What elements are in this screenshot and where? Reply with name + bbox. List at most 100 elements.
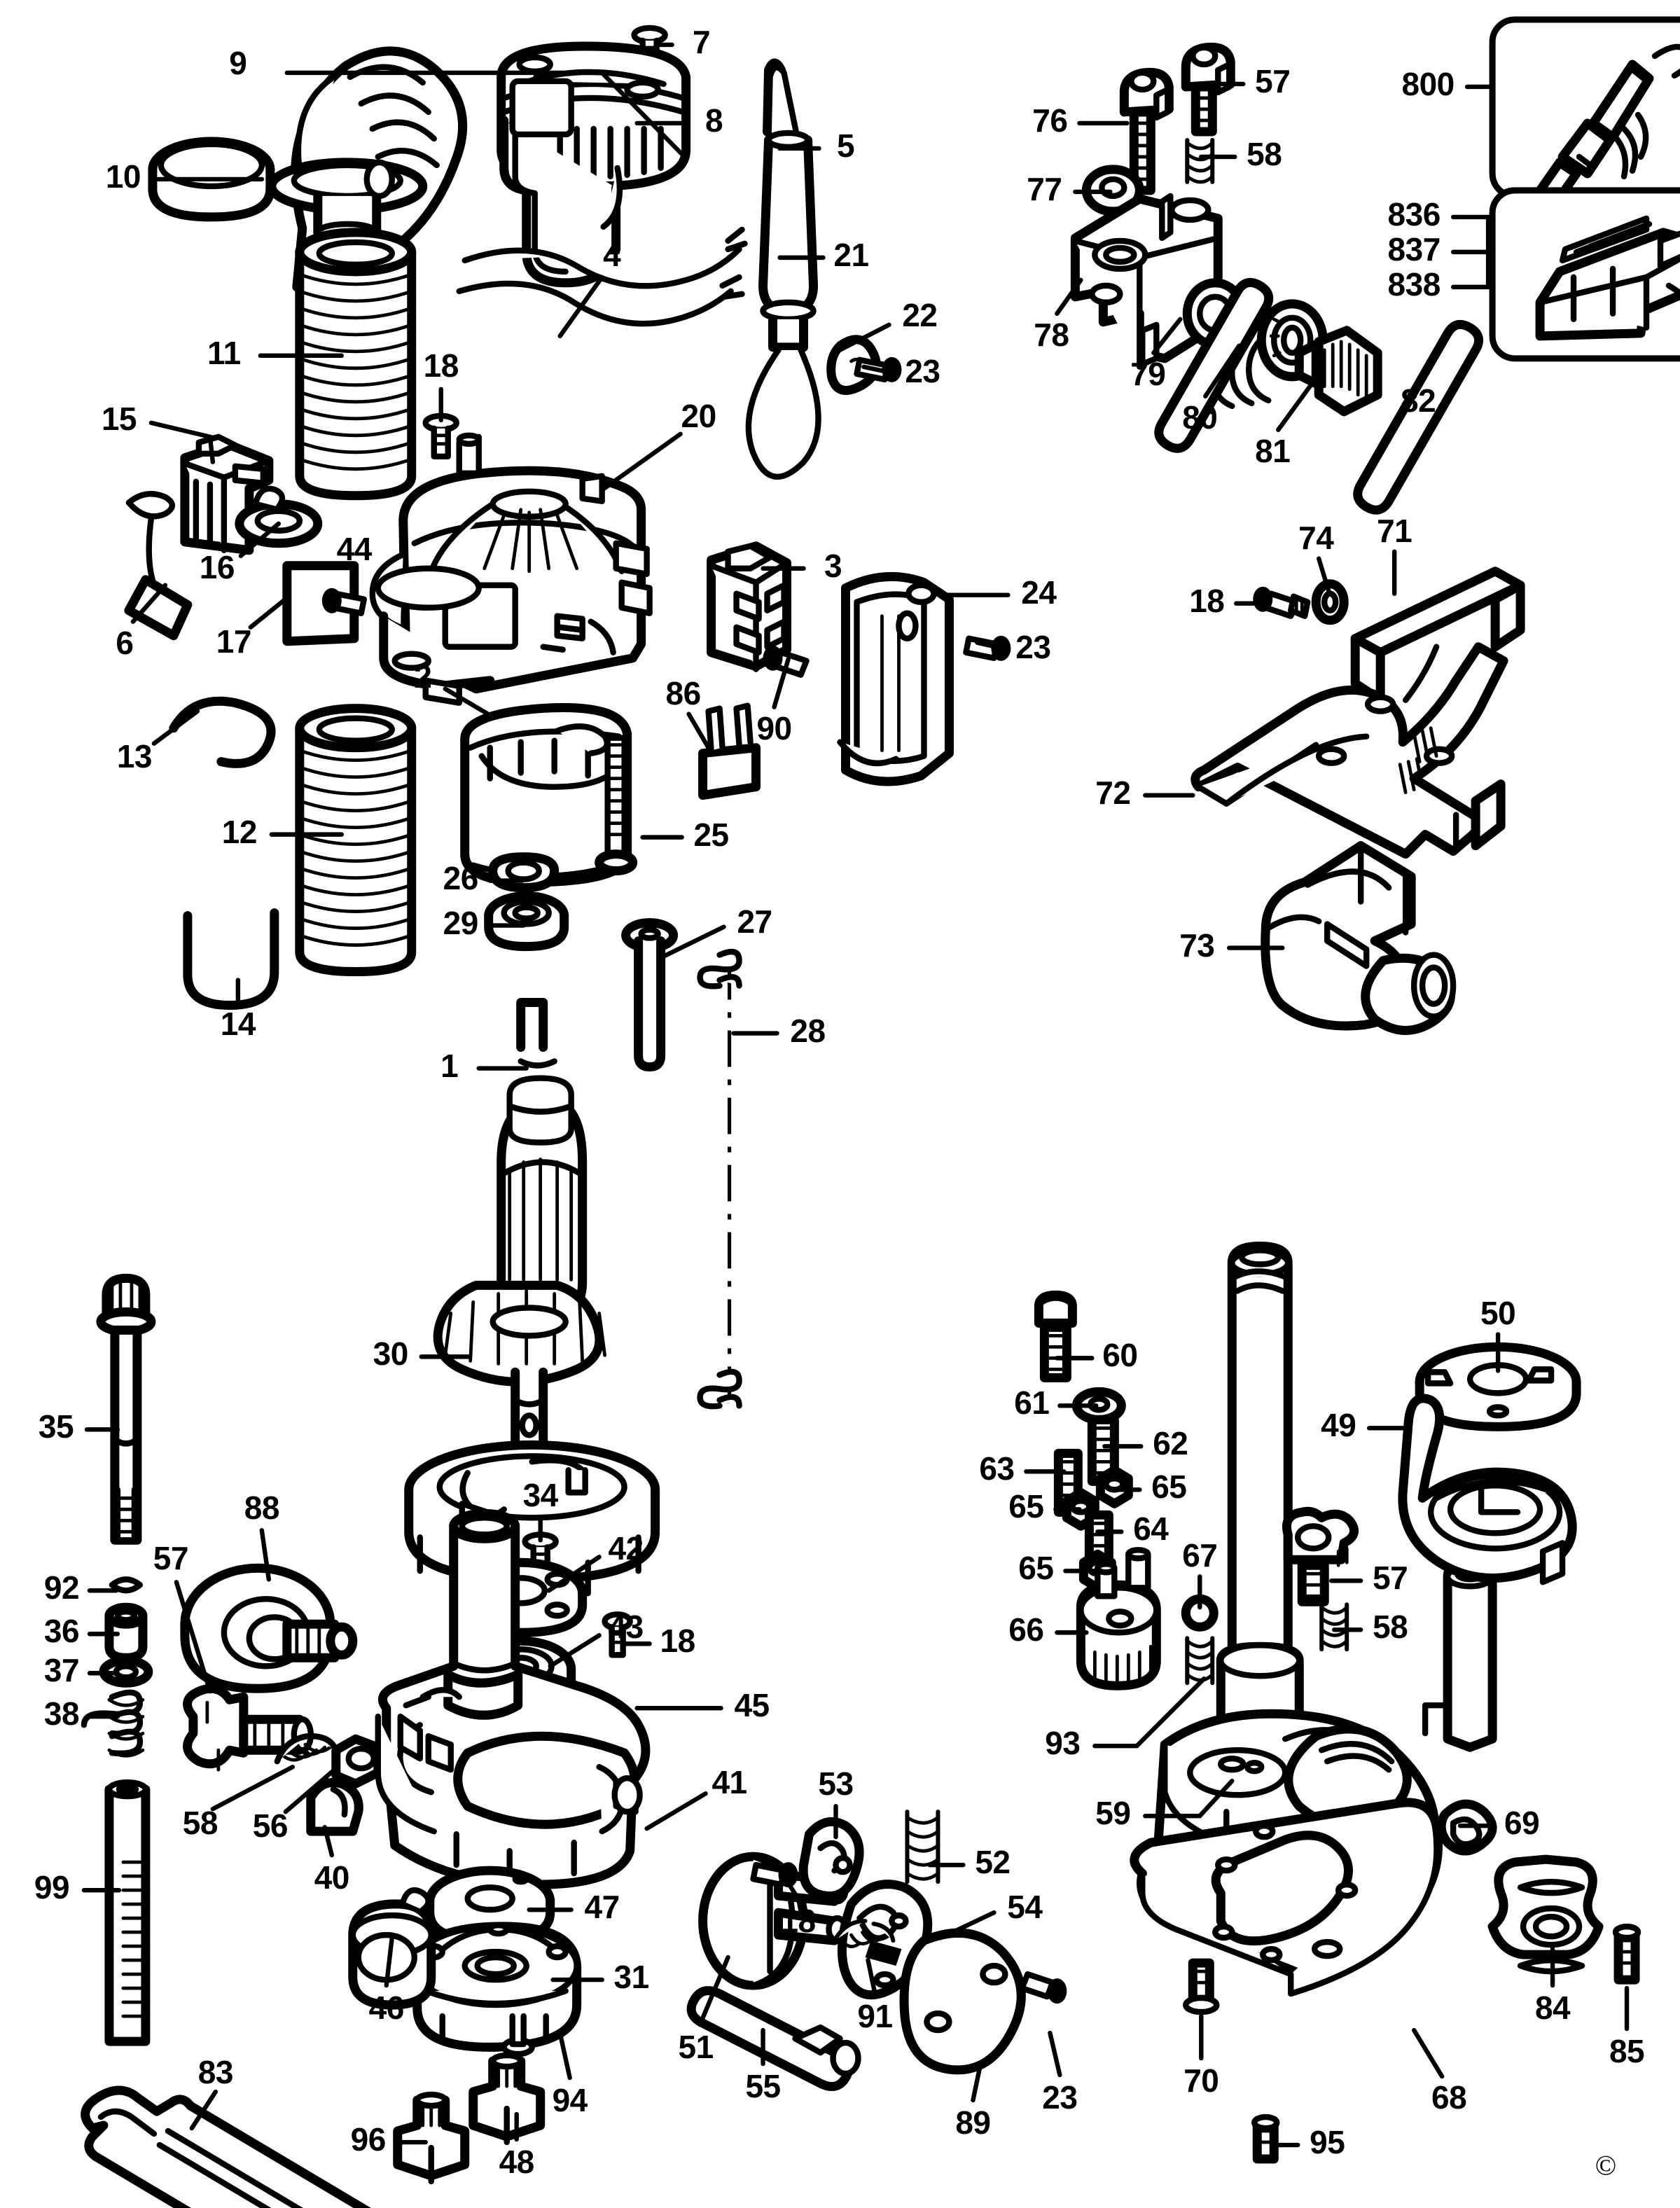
part-58-spring-top bbox=[1185, 137, 1215, 184]
leader-line-93 bbox=[1092, 1676, 1207, 1749]
part-53-lever bbox=[798, 1817, 864, 1901]
part-84-sub-base-insert bbox=[1487, 1854, 1604, 1975]
part-callout-95: 95 bbox=[1310, 2124, 1345, 2161]
part-11-bellows-upper bbox=[295, 228, 417, 501]
leader-line-94 bbox=[557, 2030, 572, 2081]
part-callout-63: 63 bbox=[979, 1450, 1015, 1487]
part-callout-24: 24 bbox=[1021, 574, 1057, 611]
part-callout-82: 82 bbox=[1401, 382, 1436, 419]
part-88-depth-stop-knob bbox=[180, 1563, 358, 1693]
part-callout-54: 54 bbox=[1007, 1889, 1043, 1926]
part-18-screw-c bbox=[602, 1611, 633, 1658]
part-94-screw bbox=[501, 2013, 535, 2057]
leader-line-90 bbox=[772, 657, 791, 709]
part-callout-4: 4 bbox=[603, 236, 621, 273]
part-callout-57: 57 bbox=[153, 1540, 189, 1577]
part-20-motor-housing bbox=[369, 432, 653, 706]
part-callout-78: 78 bbox=[1034, 316, 1069, 353]
part-callout-46: 46 bbox=[368, 1990, 405, 2027]
leader-line-16 bbox=[238, 521, 282, 558]
part-callout-61: 61 bbox=[1014, 1384, 1050, 1422]
part-callout-800: 800 bbox=[1401, 65, 1455, 102]
part-callout-837: 837 bbox=[1387, 230, 1441, 268]
part-callout-49: 49 bbox=[1321, 1407, 1356, 1444]
part-82-guide-rod-b bbox=[1353, 319, 1484, 515]
part-callout-38: 38 bbox=[43, 1695, 80, 1733]
part-callout-37: 37 bbox=[43, 1652, 80, 1689]
part-callout-18: 18 bbox=[423, 347, 459, 384]
leader-line-43 bbox=[548, 1633, 602, 1669]
part-callout-58: 58 bbox=[182, 1805, 218, 1842]
part-callout-12: 12 bbox=[221, 813, 258, 850]
part-41-plunge-base bbox=[375, 1508, 651, 1889]
part-callout-65c: 65 bbox=[1018, 1550, 1054, 1587]
part-96-socket bbox=[393, 2091, 470, 2185]
part-28-spring-rod bbox=[697, 948, 742, 1410]
leader-line-15 bbox=[148, 420, 216, 464]
part-callout-16: 16 bbox=[199, 548, 235, 585]
part-93-spring bbox=[1185, 1636, 1215, 1686]
part-callout-55: 55 bbox=[745, 2068, 781, 2105]
part-57-bolt-top bbox=[1181, 42, 1235, 137]
part-callout-36: 36 bbox=[43, 1613, 80, 1650]
accessory-box-800 bbox=[1489, 16, 1680, 207]
part-callout-26: 26 bbox=[443, 859, 479, 896]
part-68-sub-base-plate bbox=[1130, 1798, 1443, 1997]
leader-line-80 bbox=[1203, 343, 1242, 399]
part-44-screw bbox=[321, 588, 367, 616]
part-92-circlip bbox=[109, 1576, 144, 1594]
part-callout-30: 30 bbox=[373, 1335, 409, 1373]
leader-line-51 bbox=[697, 1954, 730, 2027]
part-callout-44: 44 bbox=[336, 530, 373, 567]
part-6-brush-lead bbox=[124, 491, 193, 641]
leader-line-17 bbox=[248, 595, 290, 630]
part-callout-58c: 58 bbox=[1373, 1609, 1408, 1646]
part-callout-41: 41 bbox=[711, 1764, 747, 1801]
leader-line-88 bbox=[259, 1528, 272, 1582]
leader-line-22 bbox=[832, 322, 891, 356]
part-26-washer bbox=[488, 852, 560, 893]
leader-line-58 bbox=[210, 1765, 296, 1812]
part-callout-31: 31 bbox=[613, 1959, 650, 1996]
part-callout-89: 89 bbox=[955, 2104, 991, 2141]
part-callout-71: 71 bbox=[1377, 512, 1412, 549]
leader-line-13 bbox=[151, 709, 200, 746]
part-callout-79: 79 bbox=[1130, 355, 1166, 392]
part-callout-35: 35 bbox=[38, 1408, 74, 1445]
part-callout-73: 73 bbox=[1179, 926, 1215, 964]
part-callout-90: 90 bbox=[756, 709, 792, 747]
part-3-brush-holder bbox=[707, 541, 792, 672]
leader-line-23b bbox=[975, 640, 1005, 651]
part-callout-67: 67 bbox=[1182, 1537, 1218, 1574]
part-52-spring bbox=[905, 1810, 940, 1884]
part-callout-52: 52 bbox=[975, 1844, 1011, 1881]
leader-line-79 bbox=[1151, 317, 1183, 356]
leader-line-54 bbox=[938, 1910, 997, 1940]
part-18-screw-d bbox=[750, 1861, 798, 1888]
part-callout-76: 76 bbox=[1032, 102, 1068, 139]
part-callout-1: 1 bbox=[440, 1047, 459, 1084]
part-callout-83: 83 bbox=[197, 2054, 234, 2091]
leader-line-81 bbox=[1276, 375, 1319, 433]
part-1-armature bbox=[433, 998, 607, 1506]
part-57-wing-knob-left bbox=[183, 1683, 314, 1772]
leader-line-40 bbox=[322, 1824, 335, 1858]
part-callout-92: 92 bbox=[43, 1569, 80, 1606]
part-callout-48: 48 bbox=[499, 2144, 535, 2181]
part-callout-17: 17 bbox=[216, 623, 252, 660]
part-35-plunge-rod bbox=[96, 1273, 156, 1545]
part-91-spring bbox=[832, 1919, 896, 1948]
part-callout-72: 72 bbox=[1095, 774, 1131, 811]
part-49-guard-shoe bbox=[1398, 1394, 1577, 1585]
part-65-nut-a bbox=[1095, 1465, 1133, 1508]
part-31-motor-end-cap bbox=[411, 1922, 582, 2052]
leader-line-59 bbox=[1143, 1778, 1235, 1819]
part-56-hex-nut bbox=[331, 1734, 383, 1789]
part-85-screw bbox=[1612, 1923, 1641, 1985]
part-callout-57c: 57 bbox=[1373, 1560, 1408, 1597]
part-callout-5: 5 bbox=[836, 127, 855, 164]
part-callout-20: 20 bbox=[681, 397, 716, 434]
part-callout-21: 21 bbox=[833, 236, 869, 273]
part-callout-62: 62 bbox=[1153, 1425, 1188, 1462]
part-callout-66: 66 bbox=[1008, 1611, 1044, 1648]
